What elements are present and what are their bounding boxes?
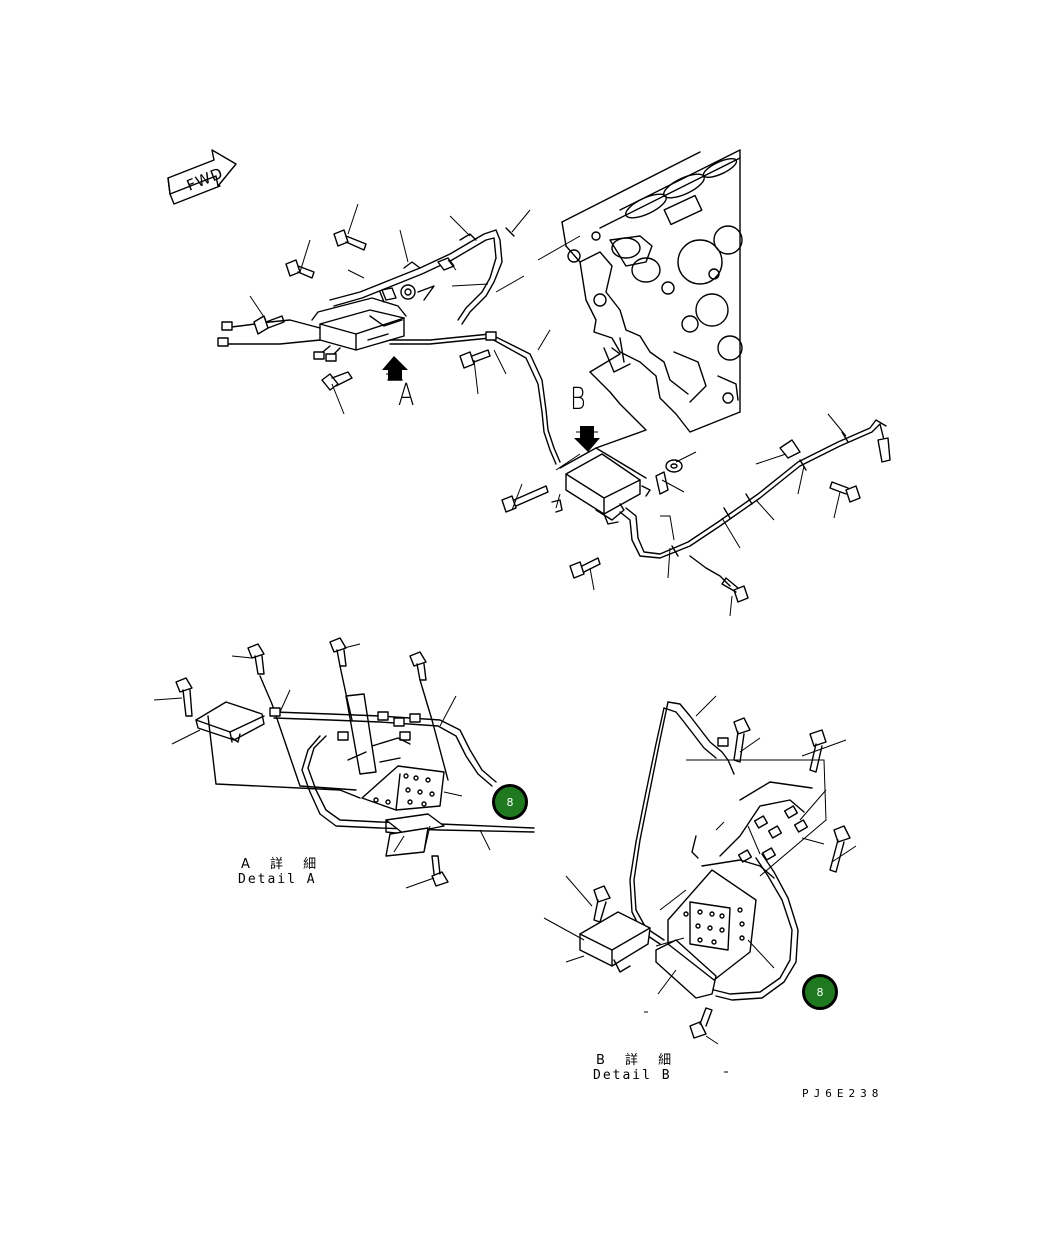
bolt — [285, 259, 315, 279]
bolt — [253, 315, 285, 335]
fwd-arrow-icon — [167, 149, 237, 205]
view-b-letter: B — [570, 382, 586, 417]
bolt — [809, 729, 827, 773]
bolt — [321, 371, 353, 391]
bolt — [733, 717, 751, 763]
bolt — [175, 677, 193, 717]
bolt — [689, 1007, 713, 1039]
top-harness-assembly — [217, 203, 581, 465]
bolt — [409, 651, 427, 681]
bolt — [569, 557, 601, 579]
detail-b-english-title: Detail B — [593, 1068, 672, 1083]
bolt — [829, 481, 861, 503]
detail-a-drawing — [153, 637, 535, 889]
bolt — [721, 577, 749, 603]
middle-harness-assembly — [501, 347, 891, 617]
engine-block — [561, 149, 743, 433]
bolt — [431, 855, 449, 887]
detail-a-english-title: Detail A — [238, 872, 317, 887]
detail-a-japanese-title: A 詳 細 — [241, 857, 325, 872]
detail-b-japanese-title: B 詳 細 — [596, 1053, 680, 1068]
detail-b-drawing — [543, 695, 857, 1073]
callout-circle-icon[interactable]: 8 — [492, 784, 528, 820]
bolt — [329, 637, 347, 667]
callout-number: 8 — [816, 985, 824, 999]
callout-number: 8 — [506, 795, 514, 809]
bolt — [247, 643, 265, 675]
bolt — [501, 485, 549, 513]
bolt — [829, 825, 851, 873]
drawing-code: PJ6E238 — [802, 1087, 884, 1100]
bolt — [593, 885, 611, 923]
callout-circle-icon[interactable]: 8 — [802, 974, 838, 1010]
view-arrow-icon — [574, 426, 600, 452]
view-a-letter: A — [398, 378, 415, 413]
view-arrow-icon — [382, 356, 408, 381]
bolt — [333, 229, 367, 251]
